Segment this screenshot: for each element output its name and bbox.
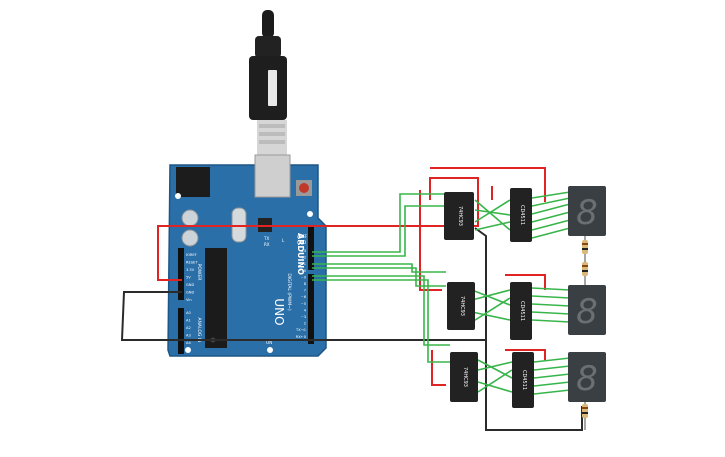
- decoder-chip-label: CD4511: [519, 205, 525, 225]
- pin-label: Vin: [186, 298, 192, 302]
- board-brand: ARDUINO: [296, 233, 305, 275]
- pin-label: ~3: [301, 315, 306, 319]
- pin-label: TX→1: [295, 328, 306, 332]
- pin-label: 8: [304, 282, 307, 286]
- pin-label: 7: [304, 289, 306, 293]
- capacitor-2: [181, 229, 199, 247]
- analog-label: ANALOG IN: [196, 317, 202, 342]
- pin-label: A3: [186, 334, 191, 338]
- pin-label: A1: [186, 319, 191, 323]
- pin-label: 5V: [186, 276, 191, 280]
- gnd-label: GND: [297, 240, 306, 245]
- resistor[interactable]: [582, 402, 588, 430]
- power-jack: [176, 167, 210, 197]
- pin-label: 2: [304, 322, 306, 326]
- analog-header: [178, 308, 184, 354]
- decoder-chip[interactable]: CD4511: [512, 352, 534, 408]
- decoder-chip[interactable]: CD4511: [510, 282, 532, 340]
- pin-label: ~5: [301, 302, 306, 306]
- pin-label: ~9: [301, 275, 307, 279]
- usb-cable: [249, 10, 287, 156]
- atmega-chip: [205, 248, 227, 348]
- digital-label: DIGITAL (PWM~): [286, 273, 292, 311]
- data-wires: [312, 191, 571, 395]
- counter-chip[interactable]: 74HC93: [450, 352, 478, 402]
- counter-chip-label: 74HC93: [457, 206, 463, 226]
- display-digit: 8: [576, 193, 598, 233]
- pin-label: IOREF: [186, 253, 197, 257]
- display-digit: 8: [576, 292, 598, 332]
- l-label: L: [282, 238, 285, 243]
- power-wires: [157, 167, 546, 386]
- mount-hole: [307, 211, 313, 217]
- pin-label: 4: [304, 308, 307, 312]
- decoder-chip-label: CD4511: [521, 370, 527, 390]
- power-pin-labels: IOREF RESET 3.3V 5V GND GND Vin: [186, 253, 198, 302]
- display-digit: 8: [576, 359, 598, 399]
- power-label: POWER: [196, 264, 202, 281]
- on-label: ON: [266, 340, 272, 345]
- counter-chip-label: 74HC93: [459, 296, 465, 316]
- pin-label: 3.3V: [186, 268, 195, 272]
- pin-label: 13: [301, 249, 306, 253]
- pin-label: 12: [301, 256, 306, 260]
- counter-chip-label: 74HC93: [462, 367, 468, 387]
- pin-label: RX←0: [296, 335, 307, 339]
- resistor[interactable]: [582, 236, 588, 285]
- aref-label: AREF: [297, 234, 308, 239]
- seven-segment-display[interactable]: 8: [568, 285, 606, 335]
- pin-label: ~6: [301, 295, 307, 299]
- mount-hole: [175, 193, 181, 199]
- pin-label: ~10: [298, 269, 306, 273]
- pin-label: A2: [186, 326, 191, 330]
- rx-label: RX: [264, 242, 270, 247]
- usb-port: [254, 154, 291, 198]
- capacitor-1: [181, 209, 199, 227]
- pin-label: GND: [186, 283, 194, 287]
- counter-chip[interactable]: 74HC93: [447, 282, 475, 330]
- seven-segment-display[interactable]: 8: [568, 186, 606, 236]
- seven-segment-display[interactable]: 8: [568, 352, 606, 402]
- digital-header-low: [308, 274, 314, 344]
- pin-label: ~11: [298, 262, 306, 266]
- digital-pin-labels: 13 12 ~11 ~10 ~9 8 7 ~6 ~5 4 ~3 2TX→1RX←0: [295, 249, 307, 339]
- arduino-board[interactable]: ARDUINO UNO DIGITAL (PWM~) POWER ANALOG …: [167, 154, 327, 357]
- decoder-chip[interactable]: CD4511: [510, 188, 532, 242]
- digital-header-high: [308, 226, 314, 270]
- decoder-chip-label: CD4511: [519, 301, 525, 321]
- mount-hole: [267, 347, 273, 353]
- pin-label: GND: [186, 291, 194, 295]
- power-header: [178, 248, 184, 300]
- mount-hole: [185, 347, 191, 353]
- counter-chip[interactable]: 74HC93: [444, 192, 474, 240]
- board-model: UNO: [272, 298, 286, 325]
- tx-label: TX: [263, 236, 269, 241]
- pin-label: RESET: [186, 261, 198, 265]
- pin-label: A0: [186, 311, 191, 315]
- resistor[interactable]: [582, 262, 588, 276]
- pin-label: A4: [186, 341, 191, 345]
